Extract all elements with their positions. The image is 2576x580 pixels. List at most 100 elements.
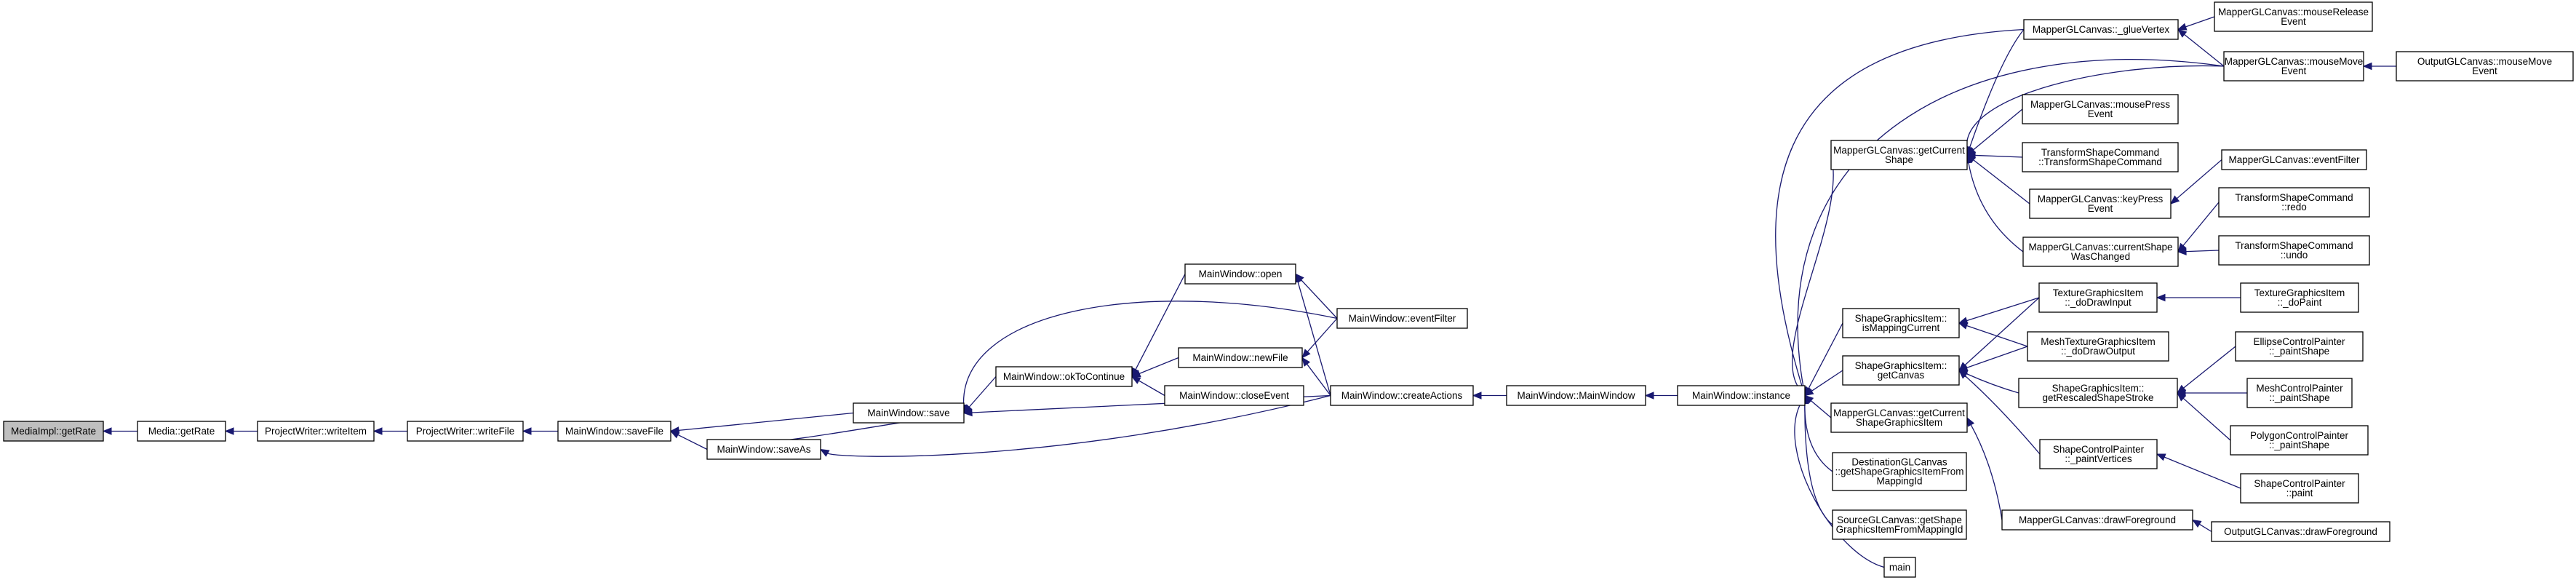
node-mainwindow-instance[interactable]: MainWindow::instance (1677, 385, 1806, 406)
node-label: Event (2281, 16, 2306, 27)
node-box (1336, 308, 1468, 329)
node-label: MainWindow::closeEvent (1179, 390, 1289, 401)
node-label: MapperGLCanvas::drawForeground (2019, 515, 2176, 525)
node-label: GraphicsItemFromMappingId (1836, 524, 1963, 535)
arrowhead-mainwindow-instance (1803, 387, 1814, 397)
arrowhead-mainwindow-save (962, 408, 973, 417)
node-label: TextureGraphicsItem (2053, 287, 2144, 298)
node-label: MainWindow::save (867, 408, 949, 418)
node-shapegraphicsitem-getcanvas[interactable]: ShapeGraphicsItem::getCanvas (1842, 355, 1960, 386)
node-mainwindow-savefile[interactable]: MainWindow::saveFile (557, 421, 671, 442)
node-box (1842, 308, 1960, 338)
arrowhead-mainwindow-newfile (1301, 349, 1311, 359)
node-label: MainWindow::createActions (1341, 390, 1463, 401)
edge-texturegraphicsitem-dodrawinput-to-shapegraphicsitem-getcanvas (1964, 297, 2040, 366)
node-mainwindow-oktocontinue[interactable]: MainWindow::okToContinue (995, 366, 1133, 387)
edge-outputglcanvas-drawforeground-to-mapperglcanvas-drawforeground (2199, 523, 2212, 533)
node-box (2230, 425, 2369, 456)
node-transformshapecommand-redo[interactable]: TransformShapeCommand::redo (2218, 187, 2370, 218)
node-label: ::undo (2281, 250, 2308, 261)
node-ellipsecontrolpainter-paintshape[interactable]: EllipseControlPainter::_paintShape (2235, 331, 2364, 362)
node-box (2211, 521, 2390, 542)
node-box (2240, 282, 2359, 313)
node-mapperglcanvas-drawforeground[interactable]: MapperGLCanvas::drawForeground (2001, 509, 2193, 531)
edge-mainwindow-save-to-mainwindow-savefile (678, 412, 854, 432)
edge-mainwindow-newfile-to-mainwindow-oktocontinue (1139, 357, 1179, 374)
node-mainwindow-createactions[interactable]: MainWindow::createActions (1330, 385, 1474, 406)
node-shapegraphicsitem-getrescaledshapestroke[interactable]: ShapeGraphicsItem::getRescaledShapeStrok… (2018, 378, 2178, 408)
node-label: MainWindow::eventFilter (1349, 313, 1456, 324)
call-edges (102, 16, 2396, 568)
edge-shapecontrolpainter-paintvertices-to-shapegraphicsitem-getcanvas (1964, 375, 2041, 455)
node-label: MapperGLCanvas::eventFilter (2228, 154, 2360, 165)
arrowhead-mapperglcanvas-currentshapewaschanged (2177, 247, 2187, 255)
node-box (2023, 19, 2179, 40)
arrowhead-media-getrate (224, 427, 234, 435)
node-texturegraphicsitem-dodrawinput[interactable]: TextureGraphicsItem::_doDrawInput (2038, 282, 2158, 313)
node-texturegraphicsitem-dopaint[interactable]: TextureGraphicsItem::_doPaint (2240, 282, 2359, 313)
node-box (2022, 142, 2179, 172)
node-label: PolygonControlPainter (2250, 430, 2349, 441)
arrowhead-mainwindow-oktocontinue (1131, 376, 1141, 384)
node-mainwindow-mainwindow[interactable]: MainWindow::MainWindow (1506, 385, 1646, 406)
node-outputglcanvas-drawforeground[interactable]: OutputGLCanvas::drawForeground (2211, 521, 2390, 542)
node-mainwindow-closeevent[interactable]: MainWindow::closeEvent (1164, 385, 1304, 406)
edge-mapperglcanvas-drawforeground-to-mapperglcanvas-getcurrentshapegraphicsitem (1970, 424, 2003, 520)
node-shapecontrolpainter-paintvertices[interactable]: ShapeControlPainter::_paintVertices (2039, 439, 2158, 469)
node-label: TransformShapeCommand (2041, 147, 2159, 158)
node-transformshapecommand-undo[interactable]: TransformShapeCommand::undo (2218, 235, 2370, 266)
edge-mapperglcanvas-mousemoveevent-to-mainwindow-instance (1797, 59, 2225, 388)
edge-transformshapecommand-redo-to-mapperglcanvas-currentshapewaschanged (2182, 202, 2220, 246)
node-destinationglcanvas-getshapegraphicsitemfrommappingid[interactable]: DestinationGLCanvas::getShapeGraphicsIte… (1832, 452, 1967, 491)
node-mapperglcanvas-gluevertex[interactable]: MapperGLCanvas::_glueVertex (2023, 19, 2179, 40)
edge-mapperglcanvas-gluevertex-to-mapperglcanvas-getcurrentshape (1969, 29, 2025, 148)
node-label: DestinationGLCanvas (1851, 457, 1947, 468)
node-box (407, 421, 524, 442)
arrowhead-projectwriter-writeitem (372, 427, 383, 435)
node-box (137, 421, 226, 442)
node-label: OutputGLCanvas::drawForeground (2224, 526, 2377, 537)
node-mapperglcanvas-eventfilter[interactable]: MapperGLCanvas::eventFilter (2221, 149, 2367, 170)
edge-mapperglcanvas-getcurrentshape-to-mainwindow-instance (1792, 154, 1834, 390)
node-main[interactable]: main (1883, 557, 1916, 578)
node-mainwindow-newfile[interactable]: MainWindow::newFile (1178, 347, 1303, 368)
node-label: TransformShapeCommand (2235, 192, 2353, 203)
edge-mainwindow-createactions-to-mainwindow-newfile (1307, 363, 1331, 396)
node-box (1832, 452, 1967, 491)
node-shapecontrolpainter-paint[interactable]: ShapeControlPainter::paint (2240, 473, 2359, 504)
node-mainwindow-save[interactable]: MainWindow::save (853, 402, 965, 424)
node-meshtexturegraphicsitem-dodrawoutput[interactable]: MeshTextureGraphicsItem::_doDrawOutput (2027, 331, 2169, 362)
node-polygoncontrolpainter-paintshape[interactable]: PolygonControlPainter::_paintShape (2230, 425, 2369, 456)
arrowhead-mapperglcanvas-drawforeground (2191, 519, 2202, 528)
edge-mapperglcanvas-getcurrentshapegraphicsitem-to-mainwindow-instance (1810, 400, 1832, 418)
edge-transformshapecommand-undo-to-mapperglcanvas-currentshapewaschanged (2185, 250, 2220, 253)
node-mainwindow-eventfilter[interactable]: MainWindow::eventFilter (1336, 308, 1468, 329)
node-label: ShapeGraphicsItem (1856, 417, 1942, 428)
node-label: ::_paintShape (2269, 392, 2329, 403)
node-box (995, 366, 1133, 387)
node-sourceglcanvas-getshapegraphicsitemfrommappingid[interactable]: SourceGLCanvas::getShapeGraphicsItemFrom… (1832, 509, 1967, 540)
node-transformshapecommand-ctor[interactable]: TransformShapeCommand::TransformShapeCom… (2022, 142, 2179, 172)
node-projectwriter-writefile[interactable]: ProjectWriter::writeFile (407, 421, 524, 442)
node-media-getrate[interactable]: Media::getRate (137, 421, 226, 442)
node-label: TextureGraphicsItem (2254, 287, 2345, 298)
node-mainwindow-saveas[interactable]: MainWindow::saveAs (706, 439, 821, 460)
node-label: main (1889, 562, 1910, 573)
node-box (1842, 355, 1960, 386)
node-box (2218, 187, 2370, 218)
node-meshcontrolpainter-paintshape[interactable]: MeshControlPainter::_paintShape (2246, 378, 2353, 408)
node-box (853, 402, 965, 424)
node-mainwindow-open[interactable]: MainWindow::open (1184, 263, 1296, 285)
node-mediaimpl-getrate[interactable]: MediaImpl::getRate (3, 421, 104, 442)
node-label: MappingId (1876, 476, 1922, 487)
node-projectwriter-writeitem[interactable]: ProjectWriter::writeItem (257, 421, 375, 442)
node-mapperglcanvas-getcurrentshapegraphicsitem[interactable]: MapperGLCanvas::getCurrentShapeGraphicsI… (1830, 402, 1968, 433)
node-shapegraphicsitem-ismappingcurrent[interactable]: ShapeGraphicsItem::isMappingCurrent (1842, 308, 1960, 338)
